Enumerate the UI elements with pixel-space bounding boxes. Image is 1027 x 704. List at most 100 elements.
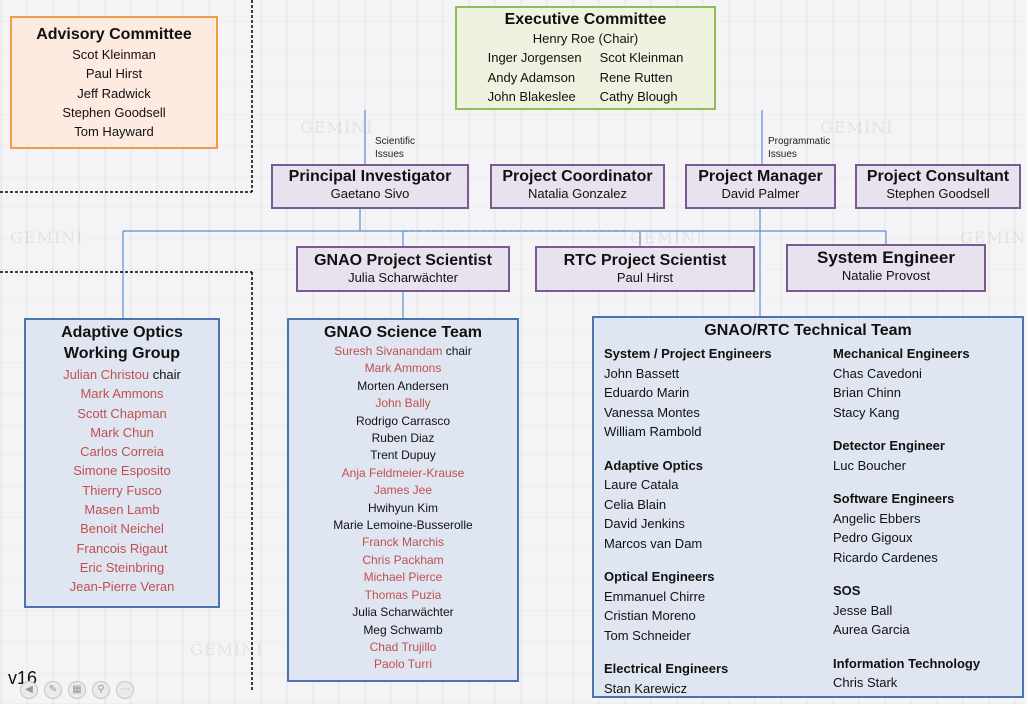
advisory-member: Stephen Goodsell: [62, 104, 166, 120]
science-team-member: Morten Andersen: [357, 378, 449, 393]
executive-member: Rene Rutten: [599, 69, 673, 85]
project-manager-name: David Palmer: [721, 186, 800, 201]
executive-chair: Henry Roe (Chair): [532, 31, 639, 46]
advisory-member: Tom Hayward: [74, 124, 154, 140]
science-team-member: Trent Dupuy: [370, 448, 436, 463]
tech-member: Jesse Ball: [833, 602, 893, 618]
aowg-chair-suffix: chair: [149, 367, 181, 382]
aowg-member: Eric Steinbring: [79, 559, 165, 575]
science-team-member: Marie Lemoine-Busserolle: [333, 518, 473, 533]
pen-icon[interactable]: ✎: [44, 681, 62, 699]
technical-team-box: GNAO/RTC Technical Team System / Project…: [592, 316, 1024, 698]
science-team-member: Franck Marchis: [361, 535, 444, 550]
tech-member: Pedro Gigoux: [833, 530, 913, 545]
tech-member: Stan Karewicz: [604, 680, 688, 696]
system-engineer-name: Natalie Provost: [841, 268, 931, 283]
note-line: Issues: [768, 149, 797, 160]
science-team-member: Mark Ammons: [364, 361, 442, 376]
tech-member: Tom Schneider: [604, 627, 691, 643]
aowg-chair-name: Julian Christou: [63, 367, 150, 382]
gnao-project-scientist-box: GNAO Project Scientist Julia Scharwächte…: [296, 246, 510, 292]
tech-member: Stacy Kang: [833, 404, 900, 420]
tech-section-heading: System / Project Engineers: [604, 346, 772, 361]
tech-member: Angelic Ebbers: [833, 510, 921, 526]
science-team-member: Hwihyun Kim: [367, 500, 439, 515]
advisory-member: Paul Hirst: [85, 66, 143, 82]
advisory-member: Jeff Radwick: [77, 85, 151, 101]
rtc-project-scientist-name: Paul Hirst: [616, 270, 674, 285]
previous-icon[interactable]: ◀: [20, 681, 38, 699]
tech-section-heading: Optical Engineers: [604, 569, 715, 584]
note-line: Issues: [375, 149, 404, 160]
more-icon[interactable]: ⋯: [116, 681, 134, 699]
science-team-chair-suffix: chair: [442, 344, 472, 358]
aowg-member: Thierry Fusco: [82, 482, 162, 498]
tech-member: Aurea Garcia: [833, 622, 910, 637]
aowg-title-line: Working Group: [63, 345, 181, 362]
science-team-box: GNAO Science Team Suresh Sivanandam chai…: [287, 318, 519, 682]
tech-section-heading: Information Technology: [833, 655, 981, 671]
executive-member: Scot Kleinman: [599, 50, 684, 66]
science-team-member: James Jee: [373, 483, 433, 498]
project-consultant-box: Project Consultant Stephen Goodsell: [855, 164, 1021, 209]
executive-member: Inger Jorgensen: [487, 50, 582, 66]
project-consultant-title: Project Consultant: [866, 168, 1010, 185]
project-consultant-name: Stephen Goodsell: [886, 186, 990, 201]
science-team-member: Chad Trujillo: [369, 639, 437, 654]
note-line: Scientific: [375, 136, 416, 147]
watermark: GEMINI: [190, 640, 264, 659]
rtc-project-scientist-box: RTC Project Scientist Paul Hirst: [535, 246, 755, 292]
tech-member: Vanessa Montes: [604, 404, 700, 420]
tech-section-heading: SOS: [833, 583, 861, 598]
system-engineer-title: System Engineer: [817, 248, 955, 267]
slides-icon[interactable]: ▦: [68, 681, 86, 699]
tech-member: William Rambold: [604, 424, 702, 439]
zoom-icon[interactable]: ⚲: [92, 681, 110, 699]
aowg-member: Mark Ammons: [80, 386, 164, 402]
scientific-issues-note: Scientific Issues: [375, 135, 415, 161]
aowg-member: Benoit Neichel: [80, 521, 164, 537]
aowg-chair: Julian Christou chair: [26, 365, 218, 384]
science-team-chair: Suresh Sivanandam chair: [289, 343, 517, 360]
note-line: Programmatic: [768, 136, 831, 147]
aowg-member: Scott Chapman: [77, 405, 167, 421]
watermark: GEMINI: [630, 228, 704, 247]
science-team-member: Chris Packham: [362, 552, 444, 567]
advisory-committee-title: Advisory Committee: [36, 26, 192, 43]
science-team-chair-name: Suresh Sivanandam: [334, 344, 443, 358]
watermark: GEMINI: [960, 228, 1027, 247]
science-team-title: GNAO Science Team: [324, 324, 482, 341]
executive-member: Cathy Blough: [599, 88, 678, 104]
science-team-member: Ruben Diaz: [371, 431, 435, 446]
tech-section-heading: Adaptive Optics: [604, 457, 703, 473]
watermark: GEMINI: [820, 118, 894, 137]
science-team-member: Rodrigo Carrasco: [355, 413, 451, 428]
aowg-member: Simone Esposito: [73, 463, 171, 479]
tech-member: Marcos van Dam: [604, 535, 703, 551]
aowg-member: Masen Lamb: [84, 502, 160, 518]
watermark: GEMINI: [10, 228, 84, 247]
executive-committee-title: Executive Committee: [504, 11, 667, 28]
programmatic-issues-note: Programmatic Issues: [768, 135, 830, 161]
aowg-member: Carlos Correia: [80, 444, 164, 460]
science-team-member: John Bally: [375, 396, 431, 411]
tech-section-heading: Electrical Engineers: [604, 661, 729, 676]
tech-member: Emmanuel Chirre: [604, 588, 706, 604]
project-manager-title: Project Manager: [698, 168, 823, 185]
watermark: GEMINI: [300, 118, 374, 137]
tech-member: Laure Catala: [604, 477, 679, 492]
gnao-project-scientist-name: Julia Scharwächter: [348, 270, 458, 285]
executive-member: John Blakeslee: [487, 88, 576, 104]
science-team-member: Julia Scharwächter: [352, 605, 454, 620]
tech-member: Brian Chinn: [833, 385, 901, 400]
aowg-member: Mark Chun: [90, 424, 154, 440]
tech-section-heading: Software Engineers: [833, 491, 955, 506]
principal-investigator-title: Principal Investigator: [288, 168, 452, 185]
